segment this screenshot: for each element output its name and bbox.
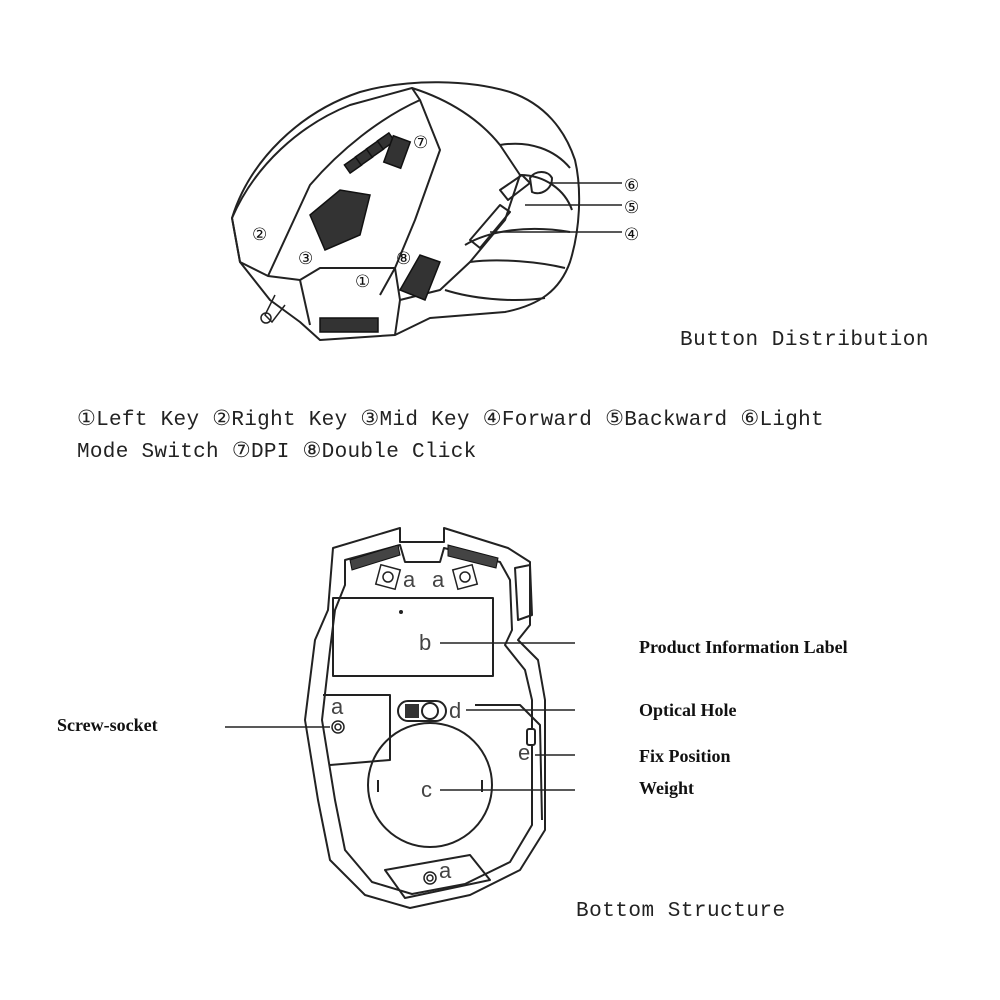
callout-1: ① (355, 272, 370, 291)
callout-4: ④ (624, 225, 639, 244)
callout-5: ⑤ (624, 198, 639, 217)
screw-sockets (331, 563, 479, 885)
letter-a-top-left: a (403, 567, 416, 592)
mouse-base-grip-pads (349, 544, 499, 571)
bottom-structure-caption: Bottom Structure (576, 900, 786, 923)
letter-b: b (419, 630, 431, 655)
double-click-button (398, 254, 441, 301)
callout-6: ⑥ (624, 176, 639, 195)
letter-e: e (518, 740, 530, 765)
letter-a-bottom: a (439, 858, 452, 883)
callout-markers: ① ② ③ ⑦ ⑧ ⑥ ⑤ ④ (252, 133, 639, 291)
callout-leader-lines (490, 182, 622, 233)
legend-line-1: ①Left Key ②Right Key ③Mid Key ④Forward ⑤… (77, 409, 824, 432)
callout-7: ⑦ (413, 133, 428, 152)
callout-8: ⑧ (396, 249, 411, 268)
letter-a-top-right: a (432, 567, 445, 592)
mouse-top-view-illustration: ① ② ③ ⑦ ⑧ ⑥ ⑤ ④ (231, 81, 639, 341)
letter-d: d (449, 698, 461, 723)
callout-2: ② (252, 225, 267, 244)
part-letters: a a a a b c d e (331, 567, 530, 883)
optical-hole-label-text: Optical Hole (639, 700, 737, 720)
legend-line-2: Mode Switch ⑦DPI ⑧Double Click (77, 441, 477, 464)
scroll-wheel (309, 189, 371, 251)
label-dot (399, 610, 403, 614)
mouse-cable-connector (260, 294, 286, 324)
optical-hole (397, 700, 447, 722)
part-leader-lines (225, 642, 575, 791)
letter-c: c (421, 777, 432, 802)
weight-label-text: Weight (639, 778, 695, 798)
screw-socket-label-text: Screw-socket (57, 715, 158, 735)
mouse-base-outline (304, 527, 546, 909)
mouse-front-vents (319, 317, 379, 333)
fix-position-slot (526, 728, 536, 746)
product-information-label-text: Product Information Label (639, 637, 848, 657)
button-distribution-caption: Button Distribution (680, 329, 929, 352)
mouse-top-buttons (309, 131, 441, 333)
letter-a-left: a (331, 694, 344, 719)
fix-position-label-text: Fix Position (639, 746, 731, 766)
mouse-body-outline (231, 81, 581, 341)
callout-3: ③ (298, 249, 313, 268)
